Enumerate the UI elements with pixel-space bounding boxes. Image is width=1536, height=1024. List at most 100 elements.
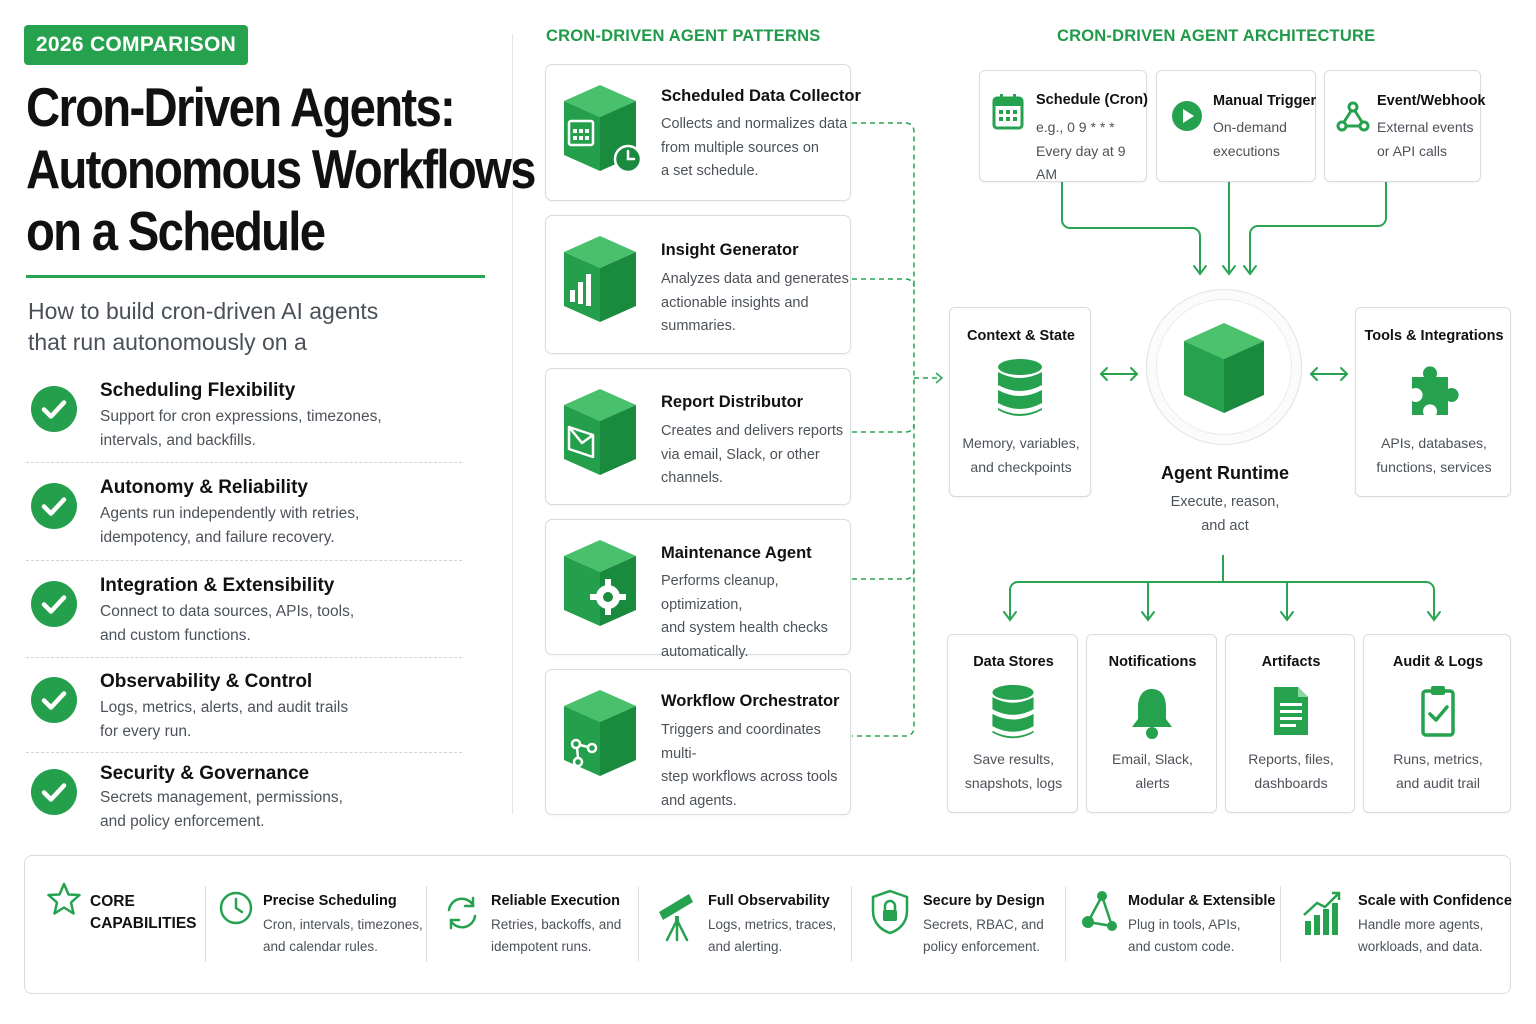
- output-card-notifications[interactable]: Notifications Email, Slack,alerts: [1086, 634, 1217, 813]
- divider: [26, 752, 462, 753]
- tools-integrations-card[interactable]: Tools & Integrations APIs, databases,fun…: [1355, 307, 1511, 497]
- shield-lock-icon: [871, 889, 909, 935]
- feature-desc: Connect to data sources, APIs, tools,and…: [100, 603, 355, 644]
- output-title: Audit & Logs: [1392, 654, 1484, 670]
- runtime-title: Agent Runtime: [1161, 463, 1289, 483]
- capability-desc: Handle more agents,workloads, and data.: [1358, 917, 1484, 954]
- architecture-heading: CRON-DRIVEN AGENT ARCHITECTURE: [1057, 27, 1376, 45]
- feature-title: Security & Governance: [100, 763, 310, 784]
- page-subtitle: How to build cron-driven AI agents that …: [28, 296, 408, 358]
- context-title: Context & State: [967, 328, 1075, 344]
- output-title: Artifacts: [1261, 654, 1321, 670]
- pattern-title: Scheduled Data Collector: [661, 87, 861, 105]
- refresh-icon: [447, 896, 477, 930]
- feature-item-observability: Observability & Control Logs, metrics, a…: [28, 671, 468, 761]
- feature-item-autonomy: Autonomy & Reliability Agents run indepe…: [28, 477, 468, 567]
- bar-chart-icon: [564, 236, 636, 322]
- divider: [638, 886, 639, 962]
- output-card-artifacts[interactable]: Artifacts Reports, files,dashboards: [1225, 634, 1355, 813]
- capability-title: Scale with Confidence: [1358, 893, 1512, 909]
- trigger-card-schedule[interactable]: Schedule (Cron) e.g., 0 9 * * *Every day…: [979, 70, 1148, 182]
- cube-icon: [1184, 323, 1264, 413]
- pattern-card-workflow-orchestrator[interactable]: Workflow Orchestrator Triggers and coord…: [545, 669, 851, 815]
- divider: [426, 886, 427, 962]
- double-arrow-icon: [1309, 367, 1349, 381]
- clipboard-check-icon: [1421, 686, 1455, 737]
- pattern-title: Workflow Orchestrator: [661, 692, 840, 710]
- workflow-icon: [564, 690, 636, 776]
- divider: [26, 657, 462, 658]
- clock-icon: [219, 891, 253, 925]
- capability-title: Secure by Design: [923, 893, 1045, 909]
- capability-scale-with-confidence: Scale with Confidence Handle more agents…: [1301, 856, 1512, 986]
- pattern-desc: Performs cleanup, optimization,and syste…: [661, 573, 828, 660]
- trigger-title: Manual Trigger: [1213, 93, 1317, 109]
- feature-desc: Secrets management, permissions,and poli…: [100, 789, 343, 830]
- star-icon: [47, 882, 81, 915]
- feature-title: Integration & Extensibility: [100, 575, 335, 596]
- capability-title: Precise Scheduling: [263, 893, 397, 909]
- feature-desc: Agents run independently with retries,id…: [100, 505, 360, 546]
- divider: [26, 462, 462, 463]
- check-circle-icon: [31, 483, 77, 529]
- context-desc: Memory, variables,and checkpoints: [962, 435, 1080, 475]
- pattern-card-data-collector[interactable]: Scheduled Data Collector Collects and no…: [545, 64, 861, 201]
- architecture-connectors: [1003, 182, 1441, 622]
- output-desc: Save results,snapshots, logs: [964, 751, 1063, 791]
- feature-title: Observability & Control: [100, 671, 313, 692]
- network-icon: [1082, 891, 1117, 931]
- database-icon: [992, 684, 1034, 739]
- puzzle-icon: [1412, 366, 1459, 415]
- trigger-title: Schedule (Cron): [1036, 92, 1148, 108]
- capability-desc: Logs, metrics, traces,and alerting.: [708, 917, 837, 954]
- tools-title: Tools & Integrations: [1364, 328, 1504, 344]
- pattern-card-maintenance-agent[interactable]: Maintenance Agent Performs cleanup, opti…: [545, 519, 851, 660]
- bell-icon: [1132, 689, 1172, 739]
- runtime-desc: Execute, reason,and act: [1170, 494, 1280, 534]
- calendar-clock-icon: [564, 85, 640, 174]
- divider: [1280, 886, 1281, 962]
- subtitle-line: How to build cron-driven AI agents: [28, 298, 379, 324]
- trigger-title: Event/Webhook: [1377, 93, 1486, 109]
- capability-title: Full Observability: [708, 893, 830, 909]
- output-desc: Reports, files,dashboards: [1248, 751, 1334, 791]
- pattern-title: Insight Generator: [661, 241, 799, 259]
- pattern-title: Maintenance Agent: [661, 544, 812, 562]
- output-desc: Runs, metrics,and audit trail: [1393, 751, 1483, 791]
- column-divider: [512, 34, 513, 814]
- patterns-connector: [852, 122, 944, 737]
- agent-runtime[interactable]: [1146, 289, 1302, 457]
- context-state-card[interactable]: Context & State Memory, variables,and ch…: [949, 307, 1091, 497]
- double-arrow-icon: [1099, 367, 1139, 381]
- comparison-badge: 2026 COMPARISON: [24, 25, 248, 65]
- telescope-icon: [659, 894, 693, 942]
- play-icon: [1172, 101, 1202, 131]
- calendar-icon: [992, 94, 1024, 130]
- feature-item-scheduling: Scheduling Flexibility Support for cron …: [28, 380, 468, 470]
- capability-title: Modular & Extensible: [1128, 893, 1276, 909]
- pattern-card-report-distributor[interactable]: Report Distributor Creates and delivers …: [545, 368, 851, 505]
- pattern-card-insight-generator[interactable]: Insight Generator Analyzes data and gene…: [545, 215, 851, 354]
- capability-full-observability: Full Observability Logs, metrics, traces…: [655, 856, 855, 986]
- gear-icon: [564, 540, 636, 626]
- check-circle-icon: [31, 386, 77, 432]
- title-underline: [26, 275, 485, 278]
- output-title: Data Stores: [973, 654, 1054, 670]
- output-desc: Email, Slack,alerts: [1112, 751, 1193, 791]
- divider: [1065, 886, 1066, 962]
- output-card-audit-logs[interactable]: Audit & Logs Runs, metrics,and audit tra…: [1363, 634, 1511, 813]
- envelope-icon: [564, 389, 636, 475]
- feature-desc: Support for cron expressions, timezones,…: [100, 408, 382, 449]
- output-card-data-stores[interactable]: Data Stores Save results,snapshots, logs: [947, 634, 1078, 813]
- growth-chart-icon: [1303, 891, 1341, 935]
- title-line: Cron-Driven Agents:: [26, 76, 456, 138]
